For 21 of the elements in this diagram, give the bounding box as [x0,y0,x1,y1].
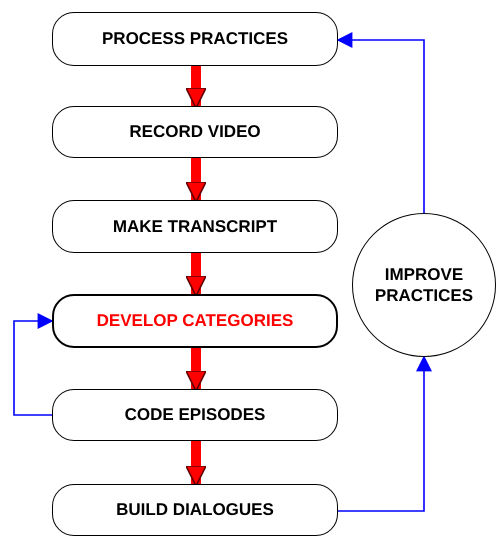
arrow [338,355,432,512]
arrow [185,66,207,109]
node-label: PROCESS PRACTICES [102,28,288,50]
node-label: CODE EPISODES [124,404,266,426]
arrow [185,348,207,392]
arrow [185,441,207,487]
process-box [52,200,338,253]
process-box [52,106,338,158]
process-box [52,389,338,441]
process-box [52,12,338,66]
arrow [185,158,207,203]
node-label: MAKE TRANSCRIPT [112,216,278,238]
node-label: BUILD DIALOGUES [116,499,274,521]
arrow [336,32,425,213]
arrow [13,313,54,416]
process-box [52,484,338,536]
node-label: IMPROVE PRACTICES [374,264,474,306]
arrow [185,253,207,297]
node-label: RECORD VIDEO [129,121,261,143]
node-label: DEVELOP CATEGORIES [96,310,294,332]
process-box [52,294,338,348]
